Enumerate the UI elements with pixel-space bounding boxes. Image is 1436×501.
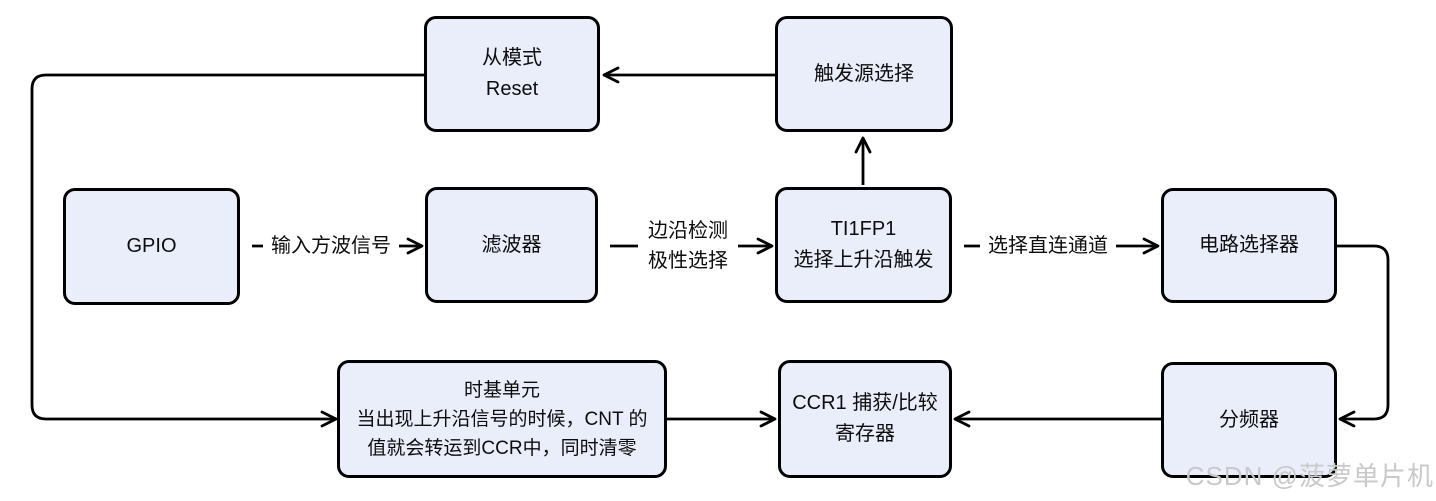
node-prescaler-label: 分频器 (1219, 408, 1279, 431)
node-trigger-source: 触发源选择 (775, 16, 953, 132)
node-prescaler: 分频器 (1161, 362, 1337, 478)
edge-label-edge-detect-line1: 边沿检测 (648, 220, 728, 242)
node-circuit-selector-label: 电路选择器 (1199, 234, 1299, 256)
node-slave-mode-reset-line1: 从模式 (482, 47, 542, 69)
node-time-base-unit: 时基单元 当出现上升沿信号的时候，CNT 的 值就会转运到CCR中，同时清零 (337, 360, 667, 478)
edge-label-edge-detect-line2: 极性选择 (648, 250, 728, 272)
csdn-watermark: CSDN @菠萝单片机 (1185, 461, 1434, 491)
node-ti1fp1: TI1FP1 选择上升沿触发 (775, 187, 952, 303)
node-time-base-line2: 当出现上升沿信号的时候，CNT 的 (356, 408, 648, 430)
arrow-circuit-selector-to-prescaler (1337, 244, 1390, 428)
node-circuit-selector: 电路选择器 (1161, 188, 1337, 303)
edge-label-direct-channel-text: 选择直连通道 (988, 235, 1108, 257)
edge-label-input-square-wave-text: 输入方波信号 (271, 235, 391, 257)
edge-label-edge-detect-polarity: 边沿检测 极性选择 (638, 216, 738, 276)
node-trigger-source-label: 触发源选择 (814, 62, 914, 85)
edge-label-input-square-wave: 输入方波信号 (263, 231, 399, 261)
node-slave-mode-reset: 从模式 Reset (424, 16, 600, 132)
node-ti1fp1-line1: TI1FP1 (830, 218, 897, 240)
node-ccr1-line2: 寄存器 (835, 423, 895, 445)
node-filter-label: 滤波器 (481, 233, 542, 256)
node-time-base-line3: 值就会转运到CCR中，同时清零 (367, 437, 637, 459)
node-gpio-label: GPIO (126, 235, 177, 257)
node-slave-mode-reset-line2: Reset (485, 78, 539, 100)
node-time-base-line1: 时基单元 (463, 379, 540, 401)
node-filter: 滤波器 (425, 187, 598, 303)
edge-label-direct-channel: 选择直连通道 (980, 231, 1116, 261)
node-ccr1-register: CCR1 捕获/比较 寄存器 (778, 360, 952, 478)
node-ti1fp1-line2: 选择上升沿触发 (793, 249, 934, 271)
node-gpio: GPIO (63, 188, 240, 305)
node-ccr1-line1: CCR1 捕获/比较 (792, 392, 938, 414)
